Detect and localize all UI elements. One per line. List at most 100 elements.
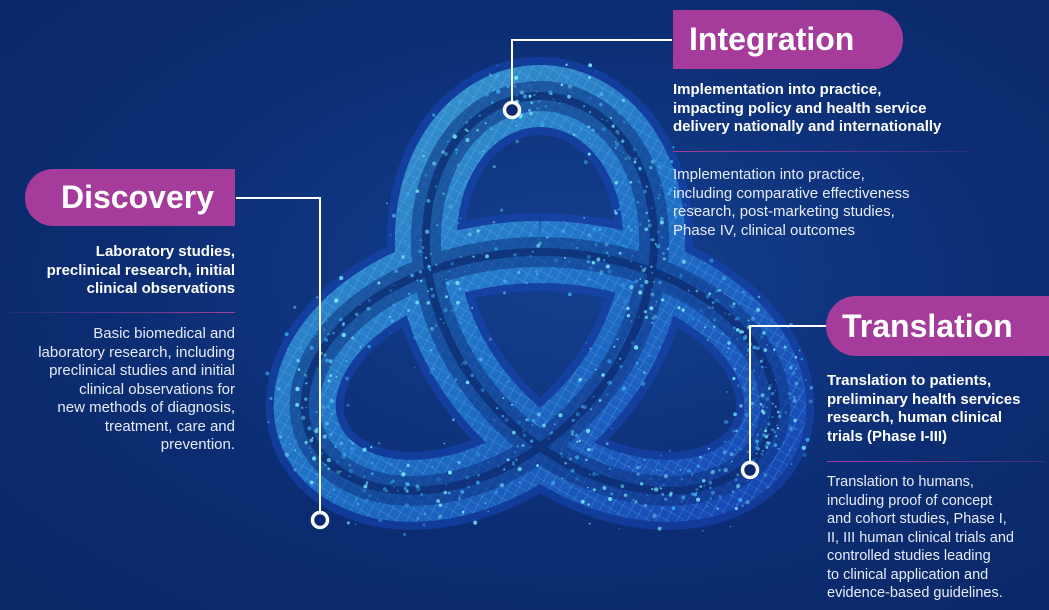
knot-particle (426, 290, 430, 293)
knot-particle (677, 306, 681, 310)
knot-particle (776, 427, 780, 430)
knot-particle (650, 159, 655, 164)
knot-particle (572, 133, 576, 137)
knot-particle (367, 298, 372, 303)
knot-particle (321, 405, 326, 410)
knot-particle (722, 450, 727, 455)
knot-particle (605, 393, 609, 397)
knot-particle (294, 449, 296, 452)
knot-particle (291, 426, 293, 428)
knot-particle (550, 93, 553, 96)
knot-particle (639, 284, 644, 288)
knot-particle (734, 318, 737, 321)
knot-particle (596, 473, 599, 476)
knot-particle (570, 430, 575, 434)
knot-particle (576, 247, 579, 249)
knot-particle (492, 221, 496, 224)
knot-particle (481, 253, 484, 255)
knot-particle (433, 140, 436, 143)
knot-particle (653, 281, 655, 283)
knot-particle (651, 316, 655, 320)
knot-particle (447, 470, 453, 475)
knot-particle (422, 522, 426, 527)
knot-particle (640, 381, 646, 386)
knot-particle (775, 435, 778, 438)
knot-particle (492, 165, 496, 169)
knot-particle (747, 319, 750, 322)
knot-particle (466, 129, 469, 133)
knot-particle (718, 494, 722, 499)
knot-particle (440, 269, 443, 272)
knot-particle (643, 458, 646, 462)
knot-particle (296, 359, 300, 363)
knot-particle (485, 93, 489, 97)
knot-particle (489, 126, 493, 131)
knot-particle (704, 326, 707, 329)
knot-particle (548, 90, 553, 96)
knot-particle (568, 457, 573, 461)
knot-particle (679, 274, 683, 278)
knot-particle (457, 222, 460, 225)
knot-particle (647, 219, 651, 222)
knot-particle (535, 106, 540, 111)
knot-particle (617, 208, 620, 211)
knot-particle (599, 270, 604, 275)
knot-particle (716, 507, 719, 510)
knot-particle (727, 341, 731, 345)
knot-particle (773, 443, 778, 447)
knot-particle (339, 441, 344, 446)
knot-particle (615, 141, 617, 143)
knot-particle (752, 345, 757, 350)
knot-particle (743, 335, 748, 340)
knot-particle (335, 375, 338, 379)
knot-particle (766, 433, 770, 437)
knot-particle (672, 145, 675, 149)
knot-particle (463, 270, 466, 273)
knot-particle (415, 189, 420, 193)
knot-particle (460, 363, 463, 366)
discovery-detail-line: preclinical studies and initial (49, 362, 235, 379)
knot-particle (726, 351, 729, 354)
discovery-divider (5, 312, 235, 313)
knot-particle (348, 463, 352, 467)
knot-particle (659, 184, 662, 187)
knot-particle (443, 308, 448, 313)
knot-particle (342, 452, 347, 456)
knot-particle (401, 255, 405, 259)
knot-particle (365, 498, 370, 502)
knot-particle (455, 152, 458, 154)
knot-particle (560, 247, 562, 249)
knot-particle (458, 497, 461, 500)
knot-particle (714, 298, 720, 303)
knot-particle (591, 261, 596, 265)
knot-particle (618, 528, 620, 530)
knot-particle (442, 192, 445, 196)
knot-particle (560, 455, 564, 459)
knot-particle (323, 328, 326, 331)
knot-particle (681, 308, 685, 312)
knot-particle (632, 147, 637, 152)
knot-particle (606, 119, 609, 122)
knot-particle (458, 495, 461, 498)
knot-particle (595, 70, 597, 73)
knot-particle (575, 412, 580, 417)
knot-particle (729, 525, 732, 528)
knot-particle (403, 486, 408, 491)
knot-particle (438, 515, 442, 519)
knot-particle (311, 456, 317, 461)
knot-particle (431, 293, 436, 298)
translation-title-pill: Translation (826, 296, 1049, 356)
knot-particle (578, 439, 581, 443)
knot-particle (646, 494, 649, 497)
knot-particle (315, 332, 318, 336)
knot-particle (517, 466, 522, 472)
knot-particle (660, 455, 662, 457)
knot-particle (645, 185, 648, 188)
knot-particle (608, 380, 613, 385)
knot-particle (744, 412, 749, 417)
knot-particle (756, 346, 760, 350)
knot-particle (587, 486, 589, 489)
knot-particle (484, 501, 487, 504)
knot-particle (741, 504, 744, 507)
knot-particle (329, 432, 333, 436)
